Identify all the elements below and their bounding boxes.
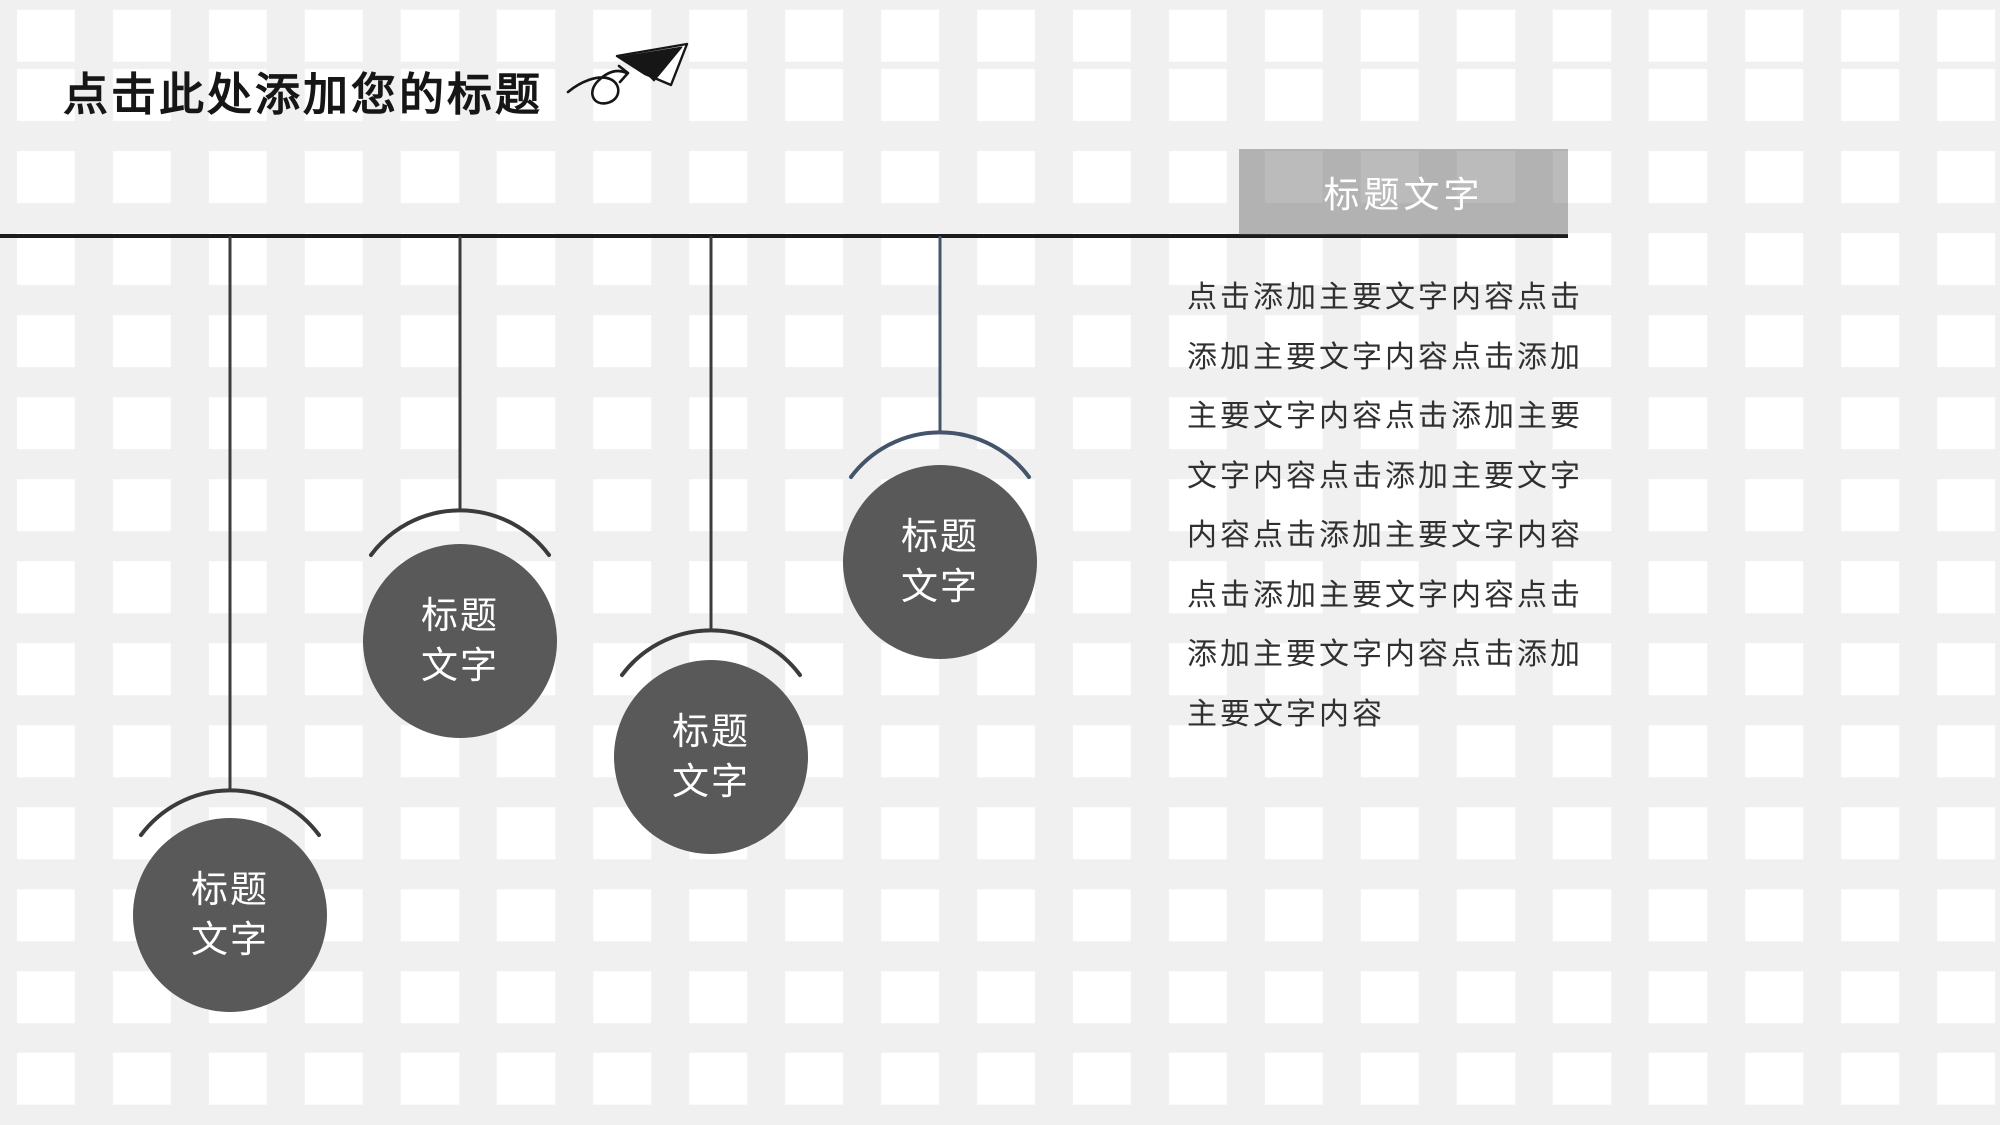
swirl-arrowhead bbox=[617, 64, 630, 84]
paper-plane-icon bbox=[566, 42, 689, 105]
ornament-1-string-group bbox=[139, 236, 321, 837]
ornament-3-string-group bbox=[620, 236, 802, 677]
ornament-2-string-group bbox=[369, 236, 551, 557]
title-ball-2[interactable]: 标题 文字 bbox=[363, 544, 557, 738]
ornament-4-string-group bbox=[849, 236, 1031, 479]
title-ball-1[interactable]: 标题 文字 bbox=[133, 818, 327, 1012]
swirl-line bbox=[566, 69, 629, 105]
title-ball-4-label: 标题 文字 bbox=[901, 516, 979, 607]
slide-title[interactable]: 点击此处添加您的标题 bbox=[63, 69, 544, 120]
section-title-box[interactable]: 标题文字 bbox=[1239, 149, 1568, 235]
title-ball-1-label: 标题 文字 bbox=[191, 869, 269, 960]
title-ball-3[interactable]: 标题 文字 bbox=[614, 660, 808, 854]
title-ball-4[interactable]: 标题 文字 bbox=[843, 465, 1037, 659]
hanging-rule-line bbox=[0, 234, 1568, 238]
title-ball-3-label: 标题 文字 bbox=[672, 711, 750, 802]
title-ball-2-label: 标题 文字 bbox=[421, 595, 499, 686]
plane-body bbox=[619, 46, 683, 82]
body-text-placeholder[interactable]: 点击添加主要文字内容点击 添加主要文字内容点击添加 主要文字内容点击添加主要 文… bbox=[1187, 281, 1583, 731]
section-title-label: 标题文字 bbox=[1323, 174, 1484, 215]
